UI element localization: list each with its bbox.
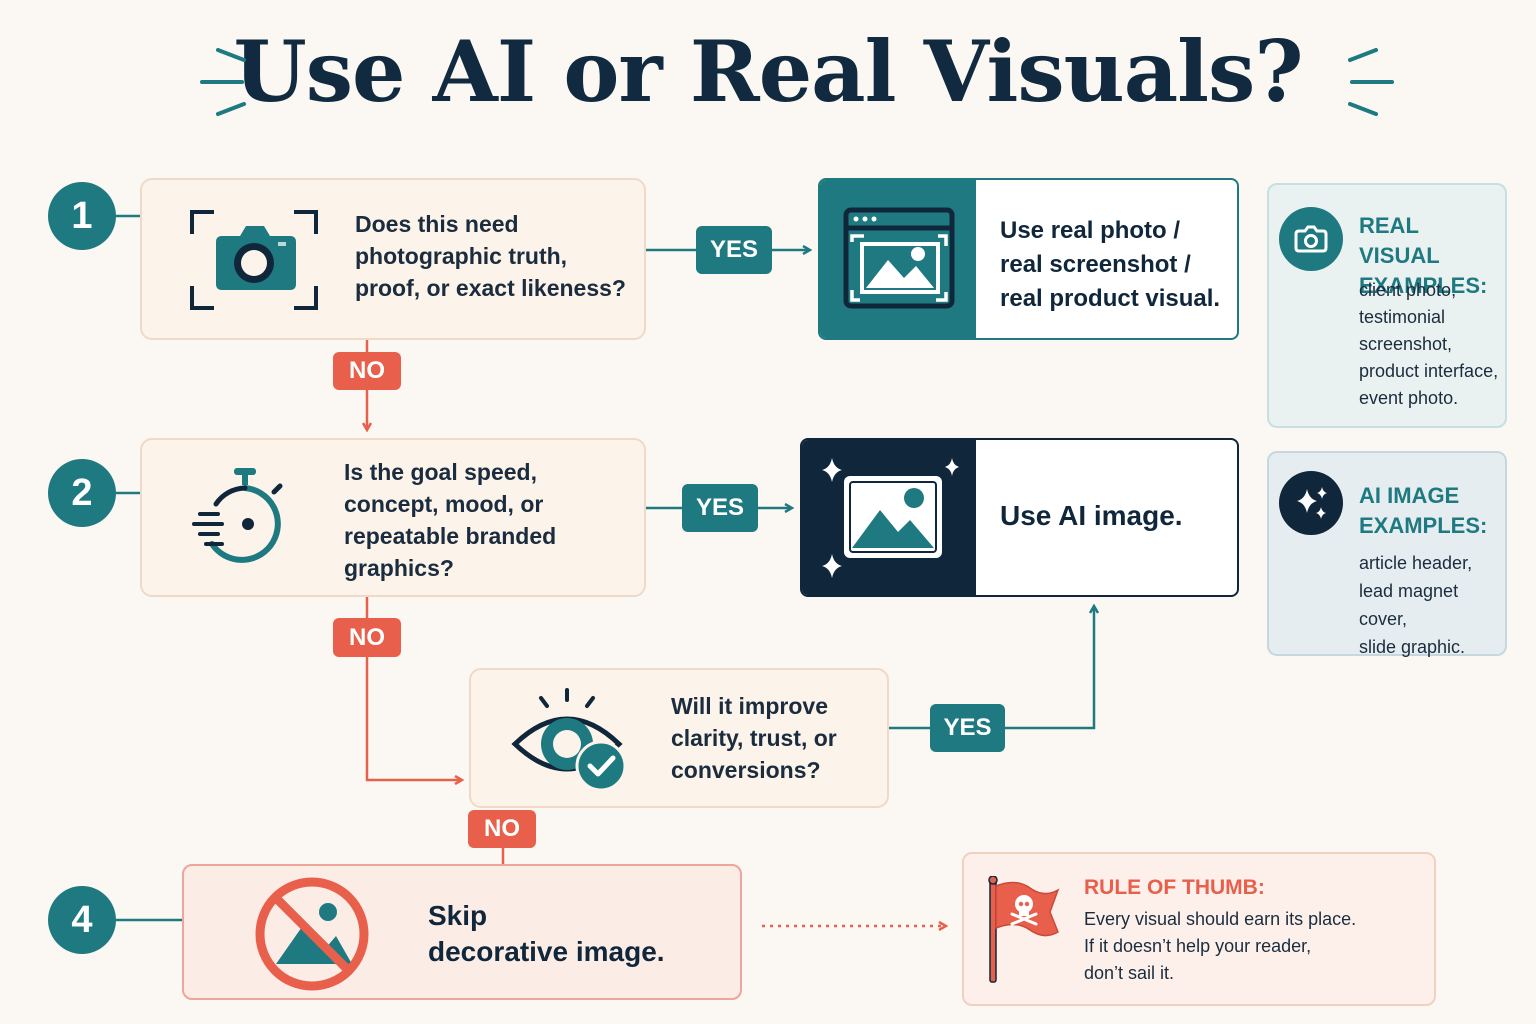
result-real-line-1: Use real photo / [1000, 217, 1181, 244]
ai-example-3: slide graphic. [1359, 637, 1466, 657]
sparkle-image-icon [802, 440, 976, 595]
title-decoration-right [1348, 48, 1394, 116]
browser-image-icon [820, 180, 976, 338]
skip-line-2: decorative image. [428, 936, 665, 967]
result-real-line-3: real product visual. [1000, 285, 1221, 312]
page-title: Use AI or Real Visuals? [233, 22, 1303, 121]
ai-examples-box: AI IMAGE EXAMPLES: article header, lead … [1267, 451, 1507, 657]
rule-line-1: Every visual should earn its place. [1084, 909, 1357, 929]
yes-label-1: YES [696, 226, 772, 274]
step-number-2: 2 [48, 459, 116, 527]
result-real-line-2: real screenshot / [1000, 251, 1191, 278]
eye-check-icon [511, 688, 627, 792]
real-example-2: testimonial [1359, 307, 1446, 327]
real-example-5: event photo. [1359, 388, 1459, 408]
pirate-flag-icon [988, 876, 1060, 983]
result-real-box: Use real photo / real screenshot / real … [818, 178, 1239, 340]
step-number-4: 4 [48, 886, 116, 954]
no-label-2: NO [333, 618, 401, 657]
result-ai-text: Use AI image. [1000, 500, 1183, 531]
camera-icon [190, 210, 318, 310]
question-2-line-3: repeatable branded [344, 523, 557, 549]
result-ai-box: Use AI image. [800, 438, 1239, 597]
skip-box: Skip decorative image. [182, 864, 742, 1000]
rule-line-2: If it doesn’t help your reader, [1084, 936, 1312, 956]
question-2-line-2: concept, mood, or [344, 491, 544, 517]
question-box-1: Does this need photographic truth, proof… [140, 178, 646, 340]
question-3-line-1: Will it improve [671, 693, 828, 719]
ai-example-2: lead magnet cover, [1359, 581, 1459, 629]
no-label-1: NO [333, 352, 401, 390]
stopwatch-icon [192, 468, 283, 563]
real-example-3: screenshot, [1359, 334, 1453, 354]
skip-line-1: Skip [428, 900, 488, 931]
title-decoration-left [200, 48, 246, 116]
step-number-1: 1 [48, 182, 116, 250]
yes-label-2: YES [682, 484, 758, 532]
ai-example-1: article header, [1359, 553, 1473, 573]
no-label-3: NO [468, 810, 536, 848]
real-examples-box: REAL VISUAL EXAMPLES: client photo, test… [1267, 183, 1507, 428]
sparkles-icon [1279, 471, 1343, 535]
question-2-line-4: graphics? [344, 555, 454, 581]
rule-line-3: don’t sail it. [1084, 963, 1175, 983]
camera-icon [1279, 207, 1343, 271]
no-image-icon [255, 877, 369, 991]
rule-of-thumb-box: RULE OF THUMB: Every visual should earn … [962, 852, 1436, 1006]
question-3-line-2: clarity, trust, or [671, 725, 837, 751]
real-example-4: product interface, [1359, 361, 1499, 381]
question-1-line-1: Does this need [355, 211, 519, 237]
question-1-line-2: photographic truth, [355, 243, 568, 269]
rule-of-thumb-title: RULE OF THUMB: [1084, 876, 1265, 899]
question-box-3: Will it improve clarity, trust, or conve… [469, 668, 889, 808]
question-box-2: Is the goal speed, concept, mood, or rep… [140, 438, 646, 597]
ai-examples-title-2: EXAMPLES: [1359, 513, 1488, 538]
question-1-line-3: proof, or exact likeness? [355, 275, 626, 301]
real-examples-title-2: EXAMPLES: [1359, 273, 1488, 298]
question-3-line-3: conversions? [671, 757, 821, 783]
yes-label-3: YES [930, 704, 1005, 752]
real-examples-title-1: REAL VISUAL [1359, 213, 1440, 268]
question-2-line-1: Is the goal speed, [344, 459, 537, 485]
ai-examples-title-1: AI IMAGE [1359, 483, 1460, 508]
real-example-1: client photo, [1359, 280, 1457, 300]
